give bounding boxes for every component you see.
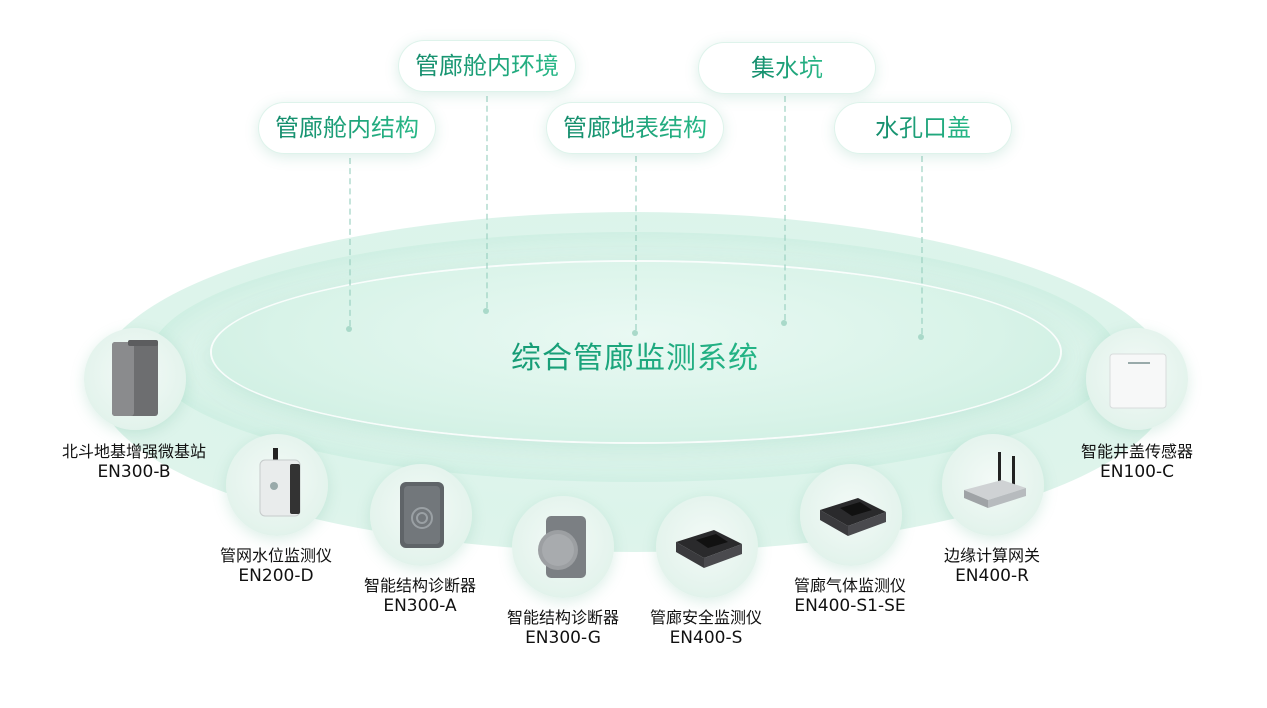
device-bubble-manhole [1086,328,1188,430]
device-model: EN300-B [97,462,171,482]
manhole-sensor-icon [1109,353,1167,409]
category-pill-manhole-cover: 水孔口盖 [834,102,1012,154]
device-bubble-safety [656,496,758,598]
device-model: EN400-S [669,628,743,648]
device-name: 智能结构诊断器 [363,576,477,595]
device-label-structure-g: 智能结构诊断器 EN300-G [507,608,619,648]
device-label-beidou: 北斗地基增强微基站 EN300-B [62,442,206,482]
device-name: 北斗地基增强微基站 [61,442,207,461]
safety-monitor-icon [676,530,742,568]
category-label: 管廊舱内结构 [275,114,419,142]
category-pill-surface-structure: 管廊地表结构 [546,102,724,154]
device-model: EN100-C [1100,462,1174,482]
device-name: 管廊气体监测仪 [793,576,907,595]
edge-gateway-icon [964,452,1026,508]
connector-dot-surface-structure [632,330,638,336]
connector-line-manhole-cover [921,156,923,334]
device-name: 智能结构诊断器 [506,608,620,627]
connector-line-cabin-environment [486,96,488,308]
category-label: 管廊地表结构 [563,114,707,142]
connector-dot-manhole-cover [918,334,924,340]
device-label-safety: 管廊安全监测仪 EN400-S [650,608,762,648]
device-name: 管廊安全监测仪 [649,608,763,627]
device-bubble-water-level [226,434,328,536]
connector-line-sump [784,96,786,320]
device-bubble-gateway [942,434,1044,536]
category-label: 集水坑 [751,54,823,82]
device-model: EN400-R [955,566,1029,586]
connector-dot-sump [781,320,787,326]
device-bubble-structure-g [512,496,614,598]
device-label-manhole: 智能井盖传感器 EN100-C [1081,442,1193,482]
device-label-structure-a: 智能结构诊断器 EN300-A [364,576,476,616]
device-name: 智能井盖传感器 [1080,442,1194,461]
category-pill-sump: 集水坑 [698,42,876,94]
device-label-gateway: 边缘计算网关 EN400-R [944,546,1040,586]
system-title: 综合管廊监测系统 [400,333,870,377]
device-model: EN300-A [383,596,457,616]
connector-dot-cabin-structure [346,326,352,332]
water-level-monitor-icon [259,448,301,517]
device-bubble-structure-a [370,464,472,566]
structure-diagnostic-a-icon [400,482,444,548]
device-name: 管网水位监测仪 [219,546,333,565]
category-label: 管廊舱内环境 [415,52,559,80]
gas-monitor-icon [820,498,886,536]
category-pill-cabin-environment: 管廊舱内环境 [398,40,576,92]
connector-line-cabin-structure [349,158,351,326]
device-name: 边缘计算网关 [943,546,1041,565]
connector-dot-cabin-environment [483,308,489,314]
category-label: 水孔口盖 [875,114,971,142]
device-bubble-gas [800,464,902,566]
device-label-gas: 管廊气体监测仪 EN400-S1-SE [794,576,906,616]
structure-diagnostic-g-icon [538,516,586,578]
connector-line-surface-structure [635,156,637,330]
category-pill-cabin-structure: 管廊舱内结构 [258,102,436,154]
device-bubble-beidou [84,328,186,430]
device-model: EN300-G [525,628,601,648]
device-label-water-level: 管网水位监测仪 EN200-D [220,546,332,586]
device-model: EN400-S1-SE [794,596,906,616]
device-model: EN200-D [238,566,314,586]
beidou-base-station-icon [112,340,158,416]
